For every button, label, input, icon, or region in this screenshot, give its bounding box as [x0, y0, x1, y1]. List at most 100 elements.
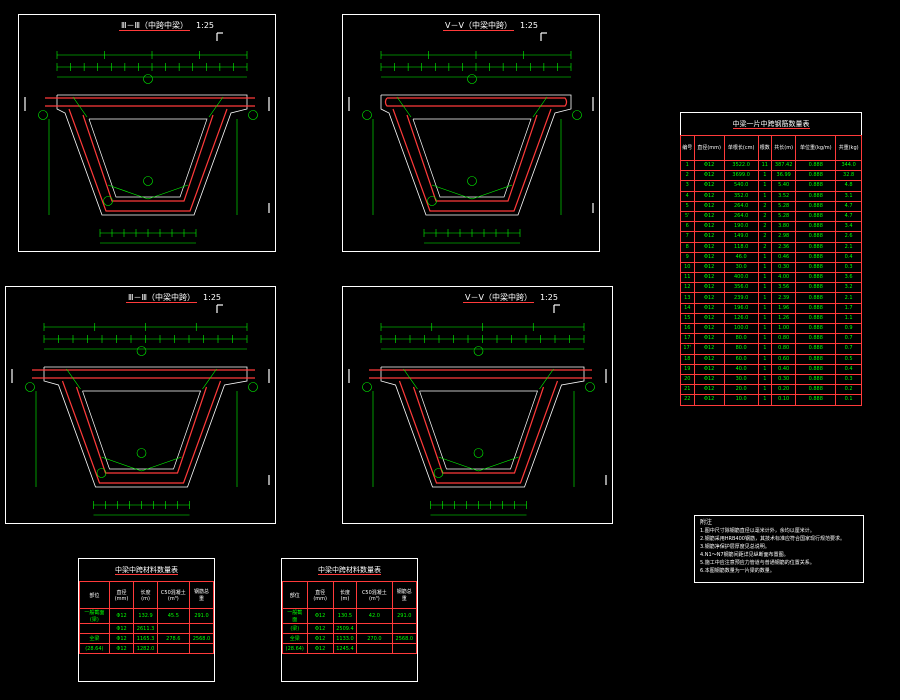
table-cell: 2509.4	[332, 623, 358, 634]
table-cell: 5.28	[771, 200, 797, 212]
table-cell: 239.0	[723, 292, 759, 304]
table-cell: 1	[757, 333, 773, 345]
inner-void	[82, 390, 201, 470]
table-cell: Φ12	[108, 623, 135, 634]
table-cell: 2.39	[771, 292, 797, 304]
column-header: 根数	[757, 135, 773, 161]
stirrup	[147, 184, 189, 200]
table-cell: 36.99	[771, 170, 797, 182]
note-line: 5.施工中应注意预应力管道与普通钢筋的位置关系。	[700, 560, 815, 566]
table-cell: 0.30	[771, 261, 797, 274]
table-cell: 0.888	[795, 333, 837, 345]
column-header: 共长(m)	[771, 135, 797, 161]
table-cell: 1	[757, 322, 773, 335]
table-cell: 540.0	[723, 180, 759, 192]
table-cell: 100.0	[723, 322, 759, 335]
table-cell: 0.888	[795, 292, 837, 304]
stirrup	[202, 368, 217, 390]
section-drawing	[24, 32, 270, 244]
table-cell: (梁)	[282, 623, 308, 634]
table-cell: 42.0	[356, 608, 393, 624]
web-rebar	[75, 386, 208, 474]
table-cell: 18	[680, 353, 695, 365]
table-cell: 0.888	[795, 251, 837, 263]
table-cell: 344.0	[835, 159, 862, 172]
stirrup	[403, 368, 418, 390]
column-header: 单根长(cm)	[723, 135, 759, 161]
notes-heading: 附注	[700, 519, 713, 526]
stirrup	[66, 368, 81, 390]
table-cell: 0.7	[835, 333, 862, 345]
section-view-1: Ⅲ－Ⅲ（中跨中梁）1:25	[18, 14, 276, 252]
table-cell: 30.0	[723, 373, 759, 386]
bar-mark-bubble	[473, 448, 484, 458]
table-cell: 0.888	[795, 363, 837, 375]
table-cell: 17	[680, 333, 695, 345]
table-cell: Φ12	[108, 643, 135, 654]
table-cell: 40.0	[723, 363, 759, 375]
table-cell: 5.40	[771, 180, 797, 192]
table-cell	[356, 623, 393, 634]
table-cell: 1	[757, 302, 773, 314]
table-cell: 278.6	[156, 633, 190, 644]
table-cell: 9	[680, 251, 695, 263]
concrete-outline	[380, 366, 585, 488]
rebar-quantity-table: 中梁一片中跨钢筋数量表 编号直径(mm)单根长(cm)根数共长(m)单位重(kg…	[680, 112, 862, 406]
table-cell: 0.40	[771, 363, 797, 375]
table-cell: 0.888	[795, 261, 837, 274]
table-cell: 2.6	[835, 231, 862, 243]
table-cell: Φ12	[108, 633, 135, 644]
table-cell: 356.0	[723, 282, 759, 294]
table-cell: 21	[680, 384, 695, 396]
note-line: 4.N1～N7钢筋间距详见纵断面布置图。	[700, 552, 789, 558]
bar-mark-bubble	[572, 110, 582, 120]
table-cell: 1	[757, 190, 773, 202]
table-cell: 196.0	[723, 302, 759, 314]
table-cell: 0.80	[771, 333, 797, 345]
web-rebar	[398, 380, 559, 484]
table-cell: 0.888	[795, 170, 837, 182]
stirrup	[471, 184, 513, 200]
table-cell: Φ12	[693, 282, 725, 294]
table-cell: Φ12	[693, 363, 725, 375]
table-cell: 3.52	[771, 190, 797, 202]
table-cell: 0.60	[771, 353, 797, 365]
table-cell: 5'	[680, 210, 695, 223]
web-rebar	[392, 108, 552, 212]
bar-mark-bubble	[38, 110, 48, 120]
table-cell: 0.888	[795, 343, 837, 355]
column-header: 共重(kg)	[835, 135, 862, 161]
view-title: Ⅴ－Ⅴ（中梁中跨）1:25	[443, 21, 538, 31]
table-cell: Φ12	[693, 231, 725, 243]
table-cell: 0.888	[795, 159, 837, 172]
table-cell: 一般截面	[282, 608, 308, 624]
table-cell: 0.1	[835, 394, 862, 406]
table-cell: 20	[680, 373, 695, 386]
table-cell: Φ12	[693, 200, 725, 212]
table-cell: 2	[757, 231, 773, 243]
table-cell: 0.20	[771, 384, 797, 396]
table-cell: 0.888	[795, 384, 837, 396]
view-title: Ⅴ－Ⅴ（中梁中跨）1:25	[463, 293, 558, 303]
table-cell: Φ12	[108, 608, 135, 624]
table-cell: 3	[680, 180, 695, 192]
table-cell: 0.2	[835, 384, 862, 396]
table-cell: 0.888	[795, 373, 837, 386]
table-cell: 130.5	[332, 608, 358, 624]
table-cell: 14	[680, 302, 695, 314]
table-cell: Φ12	[693, 394, 725, 406]
table-cell	[391, 643, 418, 654]
